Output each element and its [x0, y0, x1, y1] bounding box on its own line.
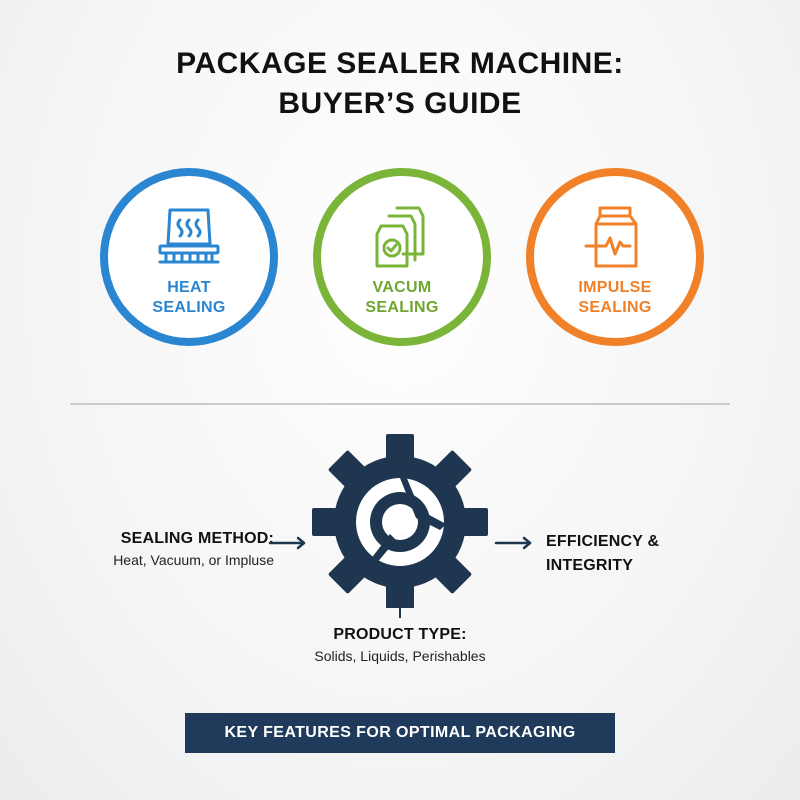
result-factor: EFFICIENCY & INTEGRITY: [546, 530, 659, 578]
sealing-method-detail: Heat, Vacuum, or Impluse: [113, 552, 274, 568]
impulse-sealing-circle: IMPULSE SEALING: [526, 168, 704, 346]
heat-sealing-label-line2: SEALING: [152, 299, 226, 316]
product-type-heading: PRODUCT TYPE:: [333, 626, 467, 643]
title-line-1: PACKAGE SEALER MACHINE:: [176, 47, 624, 80]
vacuum-bags-icon: [375, 206, 425, 268]
result-line-1: EFFICIENCY &: [546, 533, 660, 550]
result-line-2: INTEGRITY: [546, 557, 634, 574]
impulse-sealing-label: IMPULSE SEALING: [534, 278, 696, 318]
product-type-detail: Solids, Liquids, Perishables: [314, 648, 486, 664]
impulse-sealing-label-line2: SEALING: [578, 299, 652, 316]
title-line-2: BUYER’S GUIDE: [278, 87, 522, 120]
vacuum-sealing-label-line1: VACUM: [372, 279, 432, 296]
arrow-right-icon: [268, 536, 306, 550]
vacuum-sealing-label: VACUM SEALING: [321, 278, 483, 318]
impulse-bag-icon: [584, 206, 638, 268]
heat-sealing-circle: HEAT SEALING: [100, 168, 278, 346]
heat-sealer-icon: [158, 208, 220, 264]
heat-sealing-label-line1: HEAT: [167, 279, 211, 296]
impulse-sealing-label-line1: IMPULSE: [578, 279, 652, 296]
sealing-method-factor: SEALING METHOD: Heat, Vacuum, or Impluse: [64, 530, 274, 568]
page-title: PACKAGE SEALER MACHINE: BUYER’S GUIDE: [0, 44, 800, 124]
product-type-factor: PRODUCT TYPE: Solids, Liquids, Perishabl…: [250, 626, 550, 664]
section-divider: [70, 403, 730, 405]
gear-stem-line: [399, 600, 401, 618]
key-features-banner: KEY FEATURES FOR OPTIMAL PACKAGING: [185, 713, 615, 753]
vacuum-sealing-label-line2: SEALING: [365, 299, 439, 316]
arrow-right-icon: [494, 536, 532, 550]
gear-icon: [312, 434, 488, 608]
vacuum-sealing-circle: VACUM SEALING: [313, 168, 491, 346]
sealing-method-heading: SEALING METHOD:: [120, 530, 274, 547]
heat-sealing-label: HEAT SEALING: [108, 278, 270, 318]
